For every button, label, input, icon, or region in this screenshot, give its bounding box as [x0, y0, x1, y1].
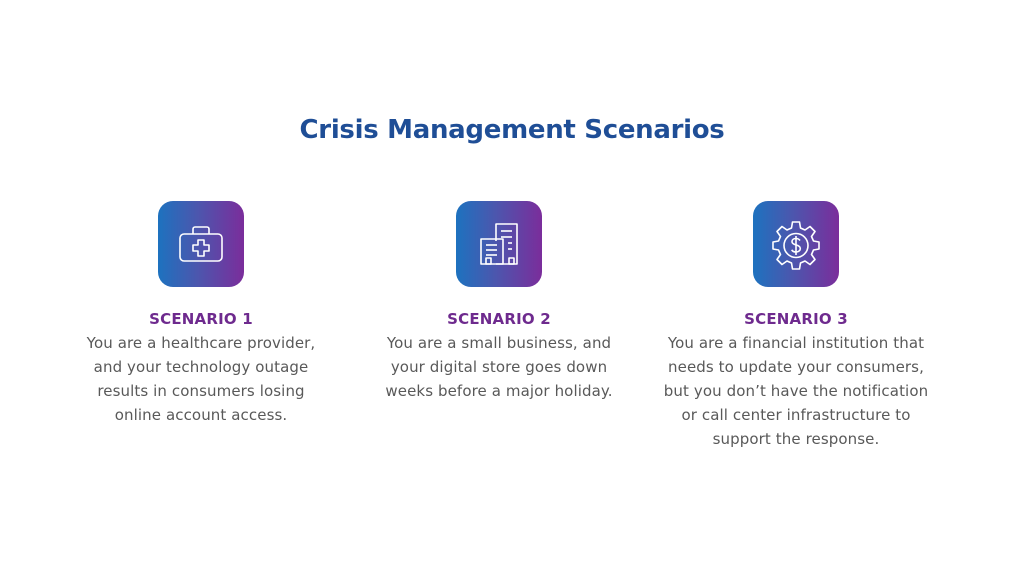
office-buildings-icon — [480, 223, 518, 265]
scenario-card-1: SCENARIO 1 You are a healthcare provider… — [51, 201, 351, 427]
icon-tile — [753, 201, 839, 287]
scenario-heading: SCENARIO 2 — [447, 310, 551, 328]
scenario-heading: SCENARIO 1 — [149, 310, 253, 328]
description-line: needs to update your consumers, — [668, 358, 924, 376]
description-line: You are a financial institution that — [667, 334, 925, 352]
scenario-heading: SCENARIO 3 — [744, 310, 848, 328]
description-line: and your technology outage — [93, 358, 309, 376]
gear-dollar-icon — [772, 221, 820, 270]
scenario-card-3: SCENARIO 3 You are a financial instituti… — [646, 201, 946, 451]
page-title: Crisis Management Scenarios — [299, 115, 725, 145]
description-line: but you don’t have the notification — [663, 382, 929, 400]
scenario-description: You are a small business, and your digit… — [349, 331, 649, 403]
medical-kit-icon — [179, 226, 223, 262]
icon-tile — [158, 201, 244, 287]
description-line: You are a healthcare provider, — [86, 334, 316, 352]
description-line: support the response. — [712, 430, 880, 448]
scenario-card-2: SCENARIO 2 You are a small business, and… — [349, 201, 649, 403]
description-line: or call center infrastructure to — [681, 406, 911, 424]
description-line: weeks before a major holiday. — [385, 382, 613, 400]
description-line: You are a small business, and — [386, 334, 612, 352]
scenario-description: You are a healthcare provider, and your … — [51, 331, 351, 427]
description-line: online account access. — [114, 406, 288, 424]
scenario-description: You are a financial institution that nee… — [636, 331, 956, 451]
description-line: results in consumers losing — [97, 382, 305, 400]
icon-tile — [456, 201, 542, 287]
description-line: your digital store goes down — [390, 358, 608, 376]
